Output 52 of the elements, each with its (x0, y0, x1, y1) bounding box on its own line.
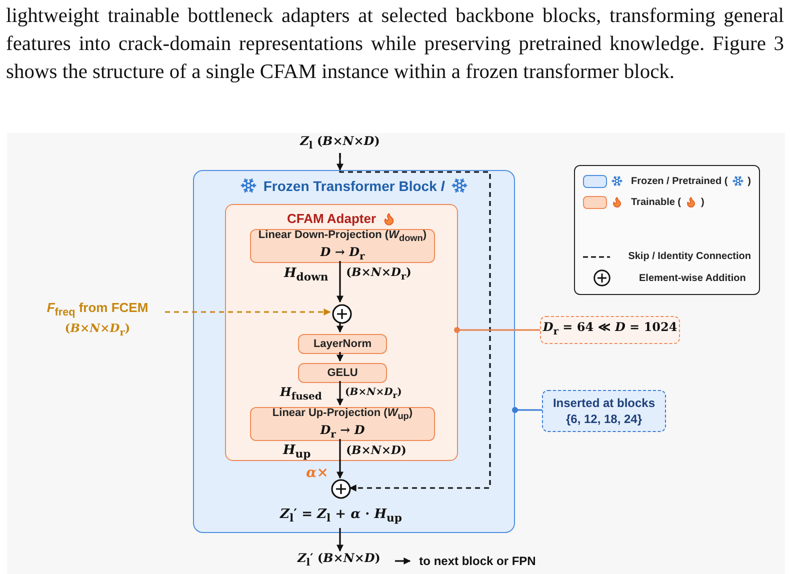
layer-label: GELU (327, 366, 358, 380)
scale-factor-label: α× (306, 465, 329, 481)
layer-box (298, 334, 387, 354)
shape-label: (B×N×D$_{r}$) (64, 320, 130, 340)
dashed-arrow (165, 308, 331, 316)
legend-label: Trainable ( (631, 196, 682, 208)
tensor-shape-label: (B×N×D) (346, 443, 406, 457)
legend-label: Frozen / Pretrained ( (630, 176, 728, 187)
note-text: {6, 12, 18, 24} (566, 411, 642, 427)
output-destination: to next block or FPN (419, 553, 536, 569)
arrow (336, 352, 344, 362)
leader-line (454, 327, 540, 333)
dimension-formula: D → D$_{r}$ (320, 244, 365, 264)
arrow (336, 261, 344, 303)
math-formula: Z$_{l}$′ (B×N×D) (298, 551, 380, 571)
arrow (336, 528, 344, 552)
note-text: D$_{r}$ = 64 ≪ D = 1024 (542, 320, 678, 340)
block-title: Frozen Transformer Block l (263, 178, 445, 194)
arrow (395, 558, 411, 564)
arrow (336, 322, 344, 333)
dimension-formula: D$_{r}$ → D (320, 422, 365, 442)
input-label: F$_{freq}$ from FCEM (46, 300, 148, 321)
legend-label: Skip / Identity Connection (628, 251, 751, 262)
tensor-shape-label: (B×N×D$_{r}$) (345, 387, 402, 400)
legend-label: ) (748, 176, 752, 187)
adapter-title: CFAM Adapter (286, 211, 376, 226)
legend-label: Element-wise Addition (639, 272, 746, 284)
legend-label: ) (701, 196, 704, 208)
dashed-arrow (339, 153, 491, 492)
leader-line (512, 407, 542, 413)
transformer-block-container (193, 170, 515, 533)
edge-label: H$_{down}$ (284, 266, 328, 284)
edge-label: H$_{up}$ (283, 443, 311, 461)
note-box (542, 390, 666, 432)
adapter-container (225, 204, 458, 461)
note-box (540, 316, 680, 344)
math-formula: Z$_{l}$′ = Z$_{l}$ + α · H$_{up}$ (280, 508, 402, 526)
math-formula: Z$_{l}$ (B×N×D) (300, 134, 380, 154)
addition-circle (331, 479, 351, 499)
edge-label: H$_{fused}$ (280, 385, 322, 402)
layer-box (250, 407, 435, 441)
body-paragraph: lightweight trainable bottleneck adapters at selected backbone blocks, transforming general features into crack-domain representations while preserving pretrained knowledge. Figure 3 shows the structure of a single CFAM instance within a frozen transformer block. (6, 4, 784, 85)
layer-label: Linear Down-Projection (W$_{down}$) (258, 228, 427, 245)
layer-box (250, 229, 435, 263)
addition-circle (332, 304, 352, 324)
layer-box (298, 363, 387, 383)
arrow (336, 381, 344, 406)
layer-label: LayerNorm (313, 337, 372, 351)
layer-label: Linear Up-Projection (W$_{up}$) (272, 406, 413, 423)
note-text: Inserted at blocks (552, 395, 656, 411)
tensor-shape-label: (B×N×D$_{r}$) (346, 265, 412, 282)
arrow (336, 439, 344, 479)
